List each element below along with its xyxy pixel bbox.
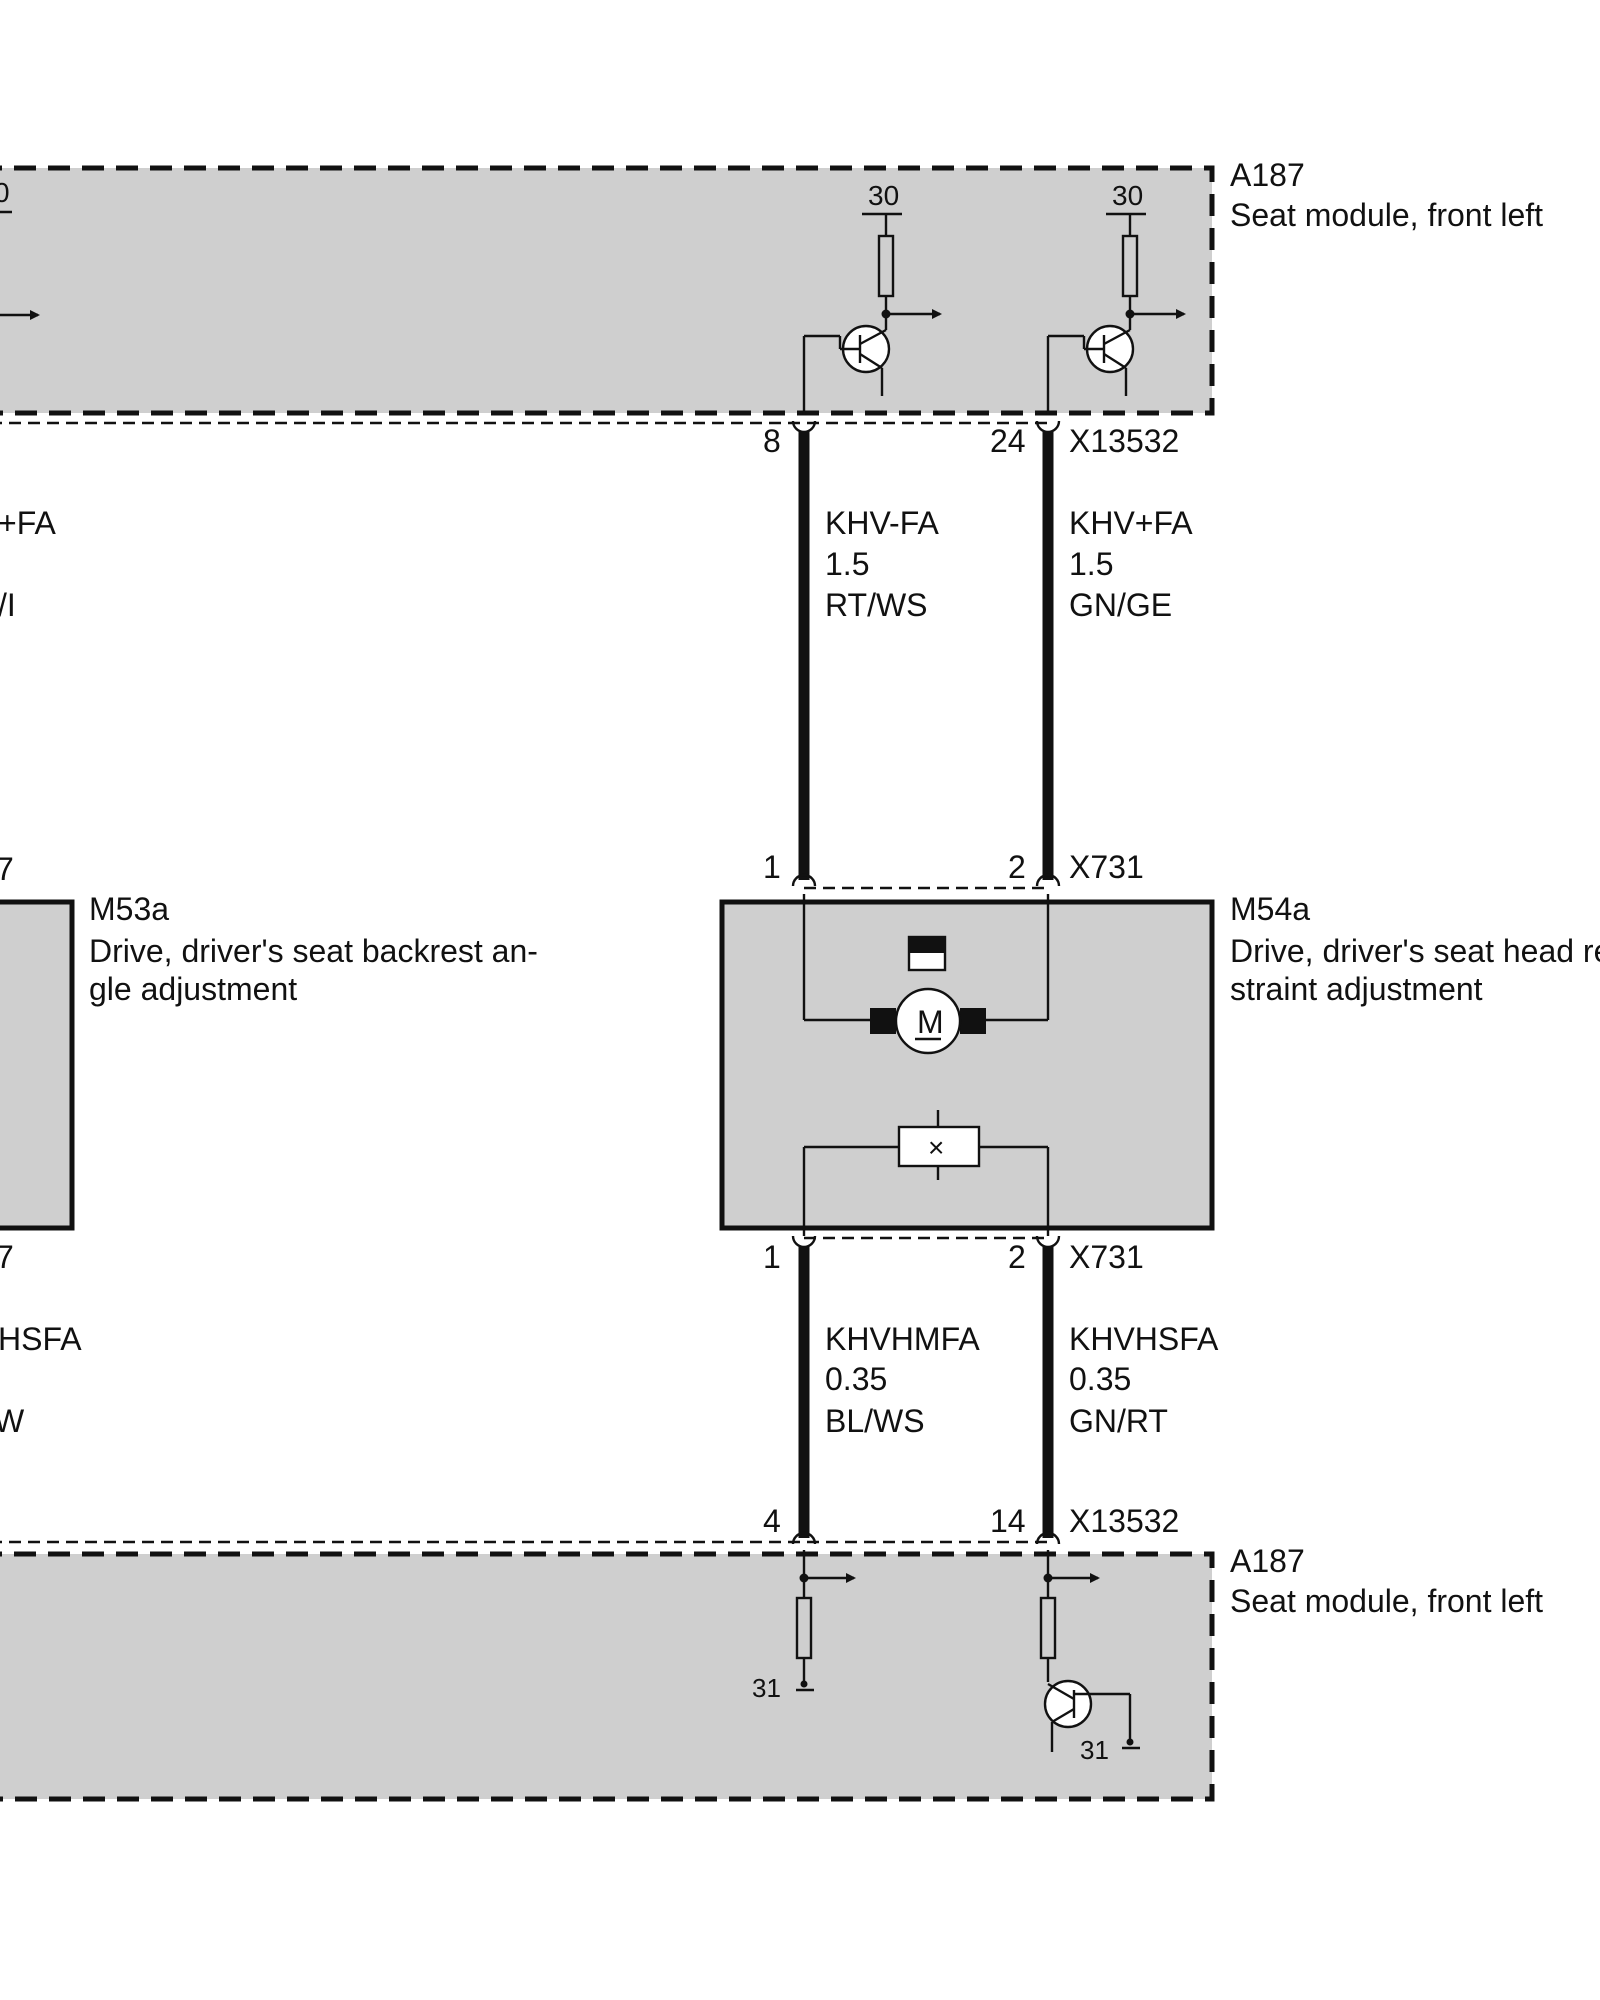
transistor-c-icon	[1043, 1679, 1093, 1729]
wire-b-gauge: 1.5	[1069, 546, 1113, 582]
connector-x13532-bottom-label: X13532	[1069, 1503, 1179, 1539]
high-side-driver-a: 30	[802, 180, 942, 415]
pin-4-label: 4	[763, 1503, 781, 1539]
x731-top-pin-2: 2	[1008, 849, 1026, 885]
drive-head-restraint-id: M54a	[1230, 891, 1310, 927]
x731-bottom-pin-2: 2	[1008, 1239, 1026, 1275]
seat-module-top: 0 30 30	[0, 157, 1543, 416]
pin-24-label: 24	[990, 423, 1026, 459]
module-top-id: A187	[1230, 157, 1305, 193]
motor-brush-left	[870, 1008, 896, 1034]
left-wire-color-fragment: /I	[0, 587, 16, 623]
pin-8-label: 8	[763, 423, 781, 459]
x731-bottom-pin-1: 1	[763, 1239, 781, 1275]
x731-top-pin-1: 1	[763, 849, 781, 885]
left-wire-signal-fragment: +FA	[0, 505, 56, 541]
ground-31-label-b: 31	[1080, 1735, 1109, 1765]
connector-x13532-top-label: X13532	[1069, 423, 1179, 459]
high-side-driver-b: 30	[1046, 180, 1186, 415]
motor-icon	[894, 987, 962, 1055]
position-sensor-symbol: ×	[928, 1132, 944, 1163]
drive-head-restraint: 1 2 X731 M × M54a Drive, driver's seat h…	[719, 849, 1600, 1275]
left-connector-fragment-top: 7	[0, 851, 14, 887]
wires-top: KHV-FA 1.5 RT/WS KHV+FA 1.5 GN/GE +FA /I	[0, 431, 1193, 880]
wire-b-color: GN/GE	[1069, 587, 1172, 623]
ground-31-label-a: 31	[752, 1673, 781, 1703]
connector-x13532-bottom: 4 14 X13532	[0, 1503, 1179, 1545]
wire-d-color: GN/RT	[1069, 1403, 1168, 1439]
left-connector-fragment-bottom: 7	[0, 1239, 14, 1275]
seat-module-bottom: 31 31 A187 Seat module, front left	[0, 1543, 1543, 1802]
wire-d-signal: KHVHSFA	[1069, 1321, 1219, 1357]
wire-c-signal: KHVHMFA	[825, 1321, 980, 1357]
module-bottom-id: A187	[1230, 1543, 1305, 1579]
wire-b-signal: KHV+FA	[1069, 505, 1193, 541]
motor-brush-right	[960, 1008, 986, 1034]
wire-a-color: RT/WS	[825, 587, 928, 623]
left-wire2-color-fragment: W	[0, 1403, 25, 1439]
drive-head-restraint-name-2: straint adjustment	[1230, 971, 1483, 1007]
wire-a-signal: KHV-FA	[825, 505, 939, 541]
pin-14-label: 14	[990, 1503, 1026, 1539]
drive-head-restraint-box	[719, 899, 1215, 1231]
drive-backrest-name-2: gle adjustment	[89, 971, 297, 1007]
left-wire2-signal-fragment: HSFA	[0, 1321, 82, 1357]
drive-backrest-box	[0, 899, 75, 1231]
wire-a-gauge: 1.5	[825, 546, 869, 582]
x731-top-label: X731	[1069, 849, 1144, 885]
drive-backrest-name-1: Drive, driver's seat backrest an-	[89, 933, 538, 969]
supply-30-label-a: 30	[868, 180, 899, 211]
connector-x13532-top: 8 24 X13532	[0, 420, 1179, 459]
input-stage-b: 31	[1039, 1550, 1140, 1765]
seat-module-bottom-box	[0, 1551, 1215, 1802]
ground-a-icon	[800, 1680, 808, 1688]
wires-bottom: KHVHMFA 0.35 BL/WS KHVHSFA 0.35 GN/RT HS…	[0, 1246, 1219, 1538]
module-top-name: Seat module, front left	[1230, 197, 1543, 233]
seat-module-top-box	[0, 165, 1215, 416]
drive-head-restraint-name-1: Drive, driver's seat head re	[1230, 933, 1600, 969]
module-bottom-name: Seat module, front left	[1230, 1583, 1543, 1619]
drive-backrest-id: M53a	[89, 891, 169, 927]
motor-letter: M	[917, 1004, 944, 1040]
wire-c-color: BL/WS	[825, 1403, 925, 1439]
wire-d-gauge: 0.35	[1069, 1361, 1131, 1397]
supply-30-label-b: 30	[1112, 180, 1143, 211]
input-stage-a: 31	[752, 1550, 856, 1703]
x731-bottom-label: X731	[1069, 1239, 1144, 1275]
left-edge-supply-fragment: 0	[0, 177, 10, 208]
ground-b-icon	[1126, 1738, 1134, 1746]
drive-backrest-angle: 7 7 M53a Drive, driver's seat backrest a…	[0, 851, 538, 1275]
wire-c-gauge: 0.35	[825, 1361, 887, 1397]
